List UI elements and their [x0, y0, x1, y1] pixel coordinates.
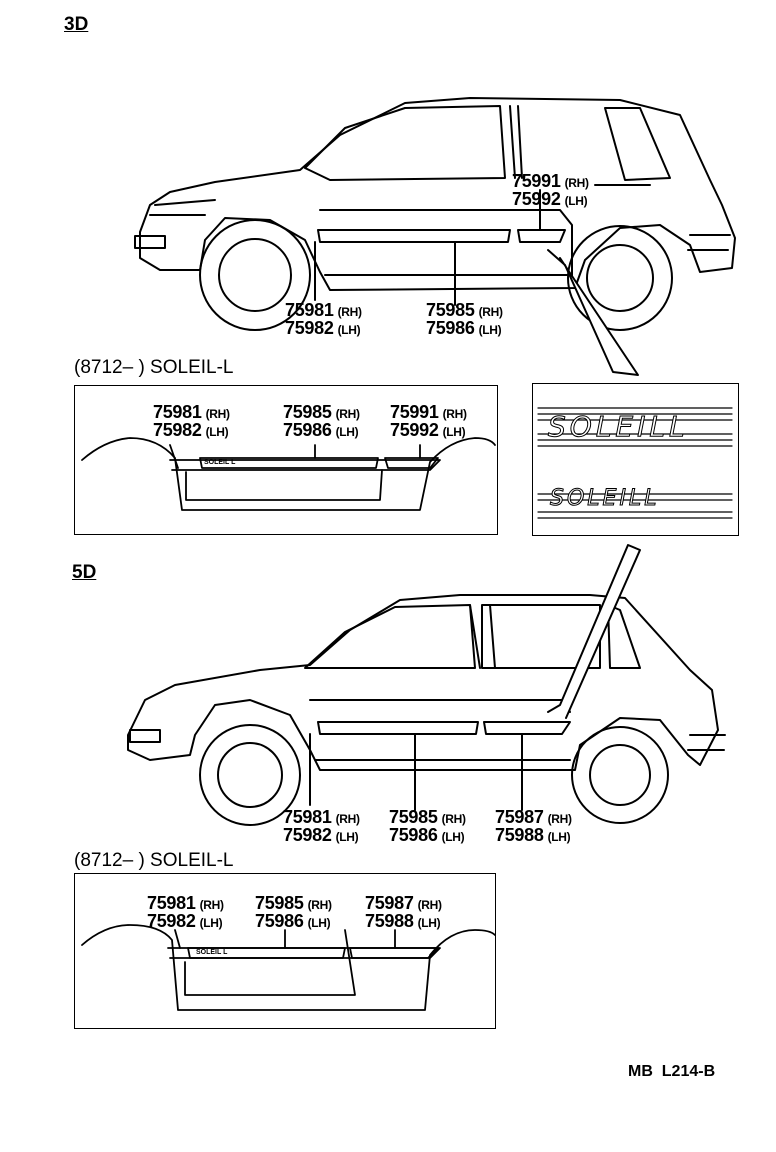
car-5door-illustration [127, 544, 726, 826]
part-75991-callout: 75991(RH) [512, 171, 589, 192]
part-number: 75988 [365, 911, 414, 931]
badge-large-suffix: L [668, 410, 689, 444]
detail-box-badge [532, 383, 739, 536]
side-rh: (RH) [564, 176, 589, 190]
detail1-75981-callout: 75981(RH) [153, 402, 230, 423]
part-75992-callout: 75992(LH) [512, 189, 588, 210]
section-label-3d: 3D [64, 14, 89, 35]
molding-badge-5door-text: SOLEIL [196, 949, 222, 956]
side-rh: (RH) [441, 812, 466, 826]
part5d-75987-callout: 75987(RH) [495, 807, 572, 828]
side-lh: (LH) [478, 323, 502, 337]
detail3-75985-callout: 75985(RH) [255, 893, 332, 914]
part-number: 75985 [283, 402, 332, 422]
car-3door-illustration [134, 97, 736, 376]
part-number: 75992 [390, 420, 439, 440]
side-lh: (LH) [335, 425, 359, 439]
side-lh: (LH) [441, 830, 465, 844]
detail3-75982-callout: 75982(LH) [147, 911, 223, 932]
part-number: 75991 [390, 402, 439, 422]
molding-badge-5door: SOLEIL L [196, 949, 227, 956]
part-number: 75986 [283, 420, 332, 440]
side-lh: (LH) [337, 323, 361, 337]
part-number: 75987 [365, 893, 414, 913]
side-lh: (LH) [205, 425, 229, 439]
molding-badge-3door-text: SOLEIL [204, 459, 230, 466]
side-lh: (LH) [547, 830, 571, 844]
part-75981-callout: 75981(RH) [285, 300, 362, 321]
part-number: 75992 [512, 189, 561, 209]
part-number: 75986 [389, 825, 438, 845]
detail3-75988-callout: 75988(LH) [365, 911, 441, 932]
molding-badge-5door-suffix: L [223, 949, 228, 956]
side-lh: (LH) [442, 425, 466, 439]
part5d-75982-callout: 75982(LH) [283, 825, 359, 846]
detail3-75981-callout: 75981(RH) [147, 893, 224, 914]
side-rh: (RH) [442, 407, 467, 421]
side-rh: (RH) [205, 407, 230, 421]
side-rh: (RH) [335, 407, 360, 421]
part5d-75986-callout: 75986(LH) [389, 825, 465, 846]
part-number: 75981 [285, 300, 334, 320]
part-number: 75981 [147, 893, 196, 913]
part-number: 75985 [255, 893, 304, 913]
detail-box-3door [74, 385, 498, 535]
part-number: 75987 [495, 807, 544, 827]
side-lh: (LH) [335, 830, 359, 844]
side-lh: (LH) [564, 194, 588, 208]
detail-5door-molding-lines [81, 924, 496, 1011]
drawing-code: MB L214-B [628, 1063, 716, 1080]
badge-large: SOLEILL [548, 410, 689, 444]
side-rh: (RH) [478, 305, 503, 319]
detail1-75982-callout: 75982(LH) [153, 420, 229, 441]
part-number: 75988 [495, 825, 544, 845]
part-number: 75986 [255, 911, 304, 931]
side-rh: (RH) [547, 812, 572, 826]
side-rh: (RH) [307, 898, 332, 912]
part-number: 75985 [426, 300, 475, 320]
part5d-75985-callout: 75985(RH) [389, 807, 466, 828]
side-rh: (RH) [335, 812, 360, 826]
part-75986-callout: 75986(LH) [426, 318, 502, 339]
detail-3door-molding-lines [81, 437, 496, 511]
part-number: 75985 [389, 807, 438, 827]
detail3-75986-callout: 75986(LH) [255, 911, 331, 932]
part-number: 75986 [426, 318, 475, 338]
detail3-75987-callout: 75987(RH) [365, 893, 442, 914]
badge-small: SOLEILL [549, 486, 660, 512]
side-rh: (RH) [417, 898, 442, 912]
side-rh: (RH) [199, 898, 224, 912]
part5d-75981-callout: 75981(RH) [283, 807, 360, 828]
detail1-75985-callout: 75985(RH) [283, 402, 360, 423]
badge-small-text: SOLEIL [549, 486, 645, 512]
serial-label-3door: (8712– ) SOLEIL-L [74, 357, 234, 378]
serial-label-5door: (8712– ) SOLEIL-L [74, 850, 234, 871]
part-number: 75982 [147, 911, 196, 931]
part-number: 75981 [153, 402, 202, 422]
section-label-5d: 5D [72, 562, 97, 583]
part-number: 75982 [285, 318, 334, 338]
part-number: 75982 [283, 825, 332, 845]
part-75985-callout: 75985(RH) [426, 300, 503, 321]
part-number: 75982 [153, 420, 202, 440]
detail1-75986-callout: 75986(LH) [283, 420, 359, 441]
molding-badge-3door-suffix: L [231, 459, 236, 466]
part-number: 75981 [283, 807, 332, 827]
side-lh: (LH) [307, 916, 331, 930]
part-number: 75991 [512, 171, 561, 191]
badge-small-suffix: L [644, 486, 660, 512]
molding-badge-3door: SOLEIL L [204, 459, 235, 466]
detail1-75991-callout: 75991(RH) [390, 402, 467, 423]
side-lh: (LH) [417, 916, 441, 930]
badge-stripes [537, 407, 733, 519]
part5d-75988-callout: 75988(LH) [495, 825, 571, 846]
side-lh: (LH) [199, 916, 223, 930]
part-75982-callout: 75982(LH) [285, 318, 361, 339]
detail1-75992-callout: 75992(LH) [390, 420, 466, 441]
badge-large-text: SOLEIL [548, 410, 669, 444]
side-rh: (RH) [337, 305, 362, 319]
detail-box-5door [74, 873, 496, 1029]
